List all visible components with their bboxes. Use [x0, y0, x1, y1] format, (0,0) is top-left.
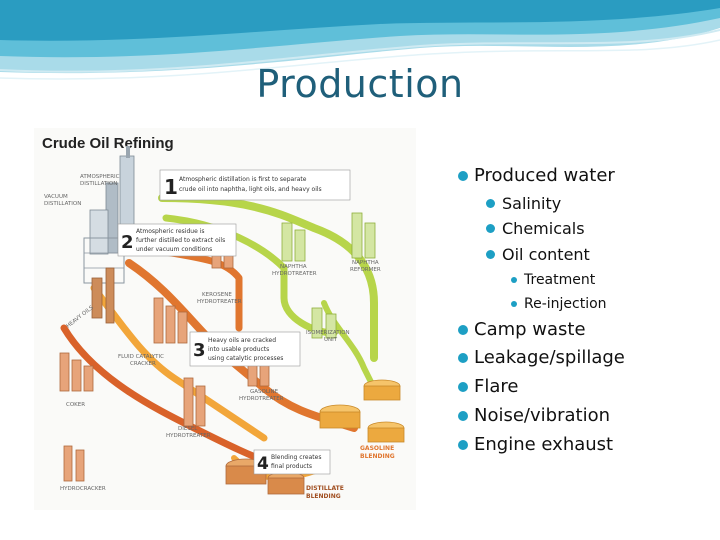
- step-4-number: 4: [257, 454, 269, 474]
- figure-heading: Crude Oil Refining: [42, 135, 174, 152]
- label-distillate-blending: BLENDING: [306, 493, 341, 500]
- bullet-dot: [486, 224, 495, 234]
- bullet-produced-water: Produced water: [456, 162, 716, 191]
- bullet-chemicals: Chemicals: [456, 216, 716, 242]
- label-fcc: CRACKER: [130, 361, 156, 367]
- bullet-text: Leakage/spillage: [474, 347, 625, 369]
- bullet-list: Produced water Salinity Chemicals Oil co…: [456, 162, 716, 460]
- label-naphtha-hydrotreater: NAPHTHA: [280, 264, 307, 270]
- label-vacuum: DISTILLATION: [44, 201, 81, 207]
- bullet-flare: Flare: [456, 373, 716, 402]
- label-isomerization: UNIT: [324, 337, 338, 343]
- bullet-text: Re-injection: [524, 295, 607, 312]
- bullet-text: Chemicals: [502, 219, 585, 239]
- label-kerosene-hydrotreater: HYDROTREATER: [197, 299, 242, 305]
- step-4-line-2: final products: [271, 463, 312, 470]
- step-2-line-3: under vacuum conditions: [136, 246, 212, 253]
- bullet-dot: [486, 249, 495, 259]
- naphtha-towers: [281, 212, 376, 339]
- bullet-noise: Noise/vibration: [456, 402, 716, 431]
- light-flow-pipe: [321, 300, 377, 391]
- label-isomerization: ISOMERIZATION: [306, 330, 350, 336]
- bullet-text: Noise/vibration: [474, 404, 610, 426]
- bullet-camp-waste: Camp waste: [456, 316, 716, 345]
- label-hydrocracker: HYDROCRACKER: [60, 486, 106, 492]
- label-naphtha-reformer: NAPHTHA: [352, 260, 379, 266]
- bullet-text: Oil content: [502, 244, 590, 264]
- step-1-line-2: crude oil into naphtha, light oils, and …: [179, 186, 322, 193]
- bullet-dot: [458, 353, 468, 364]
- label-diesel-hydrotreater: HYDROTREATER: [166, 433, 211, 439]
- label-distillate-blending: DISTILLATE: [306, 485, 344, 492]
- label-naphtha-reformer: REFORMER: [350, 267, 381, 273]
- label-gasoline-blending: BLENDING: [360, 453, 395, 460]
- bullet-text: Camp waste: [474, 318, 586, 340]
- step-1-line-1: Atmospheric distillation is first to sep…: [179, 176, 307, 183]
- bullet-oil-content: Oil content: [456, 242, 716, 268]
- bullet-dot: [458, 439, 468, 450]
- bullet-text: Salinity: [502, 193, 562, 213]
- label-naphtha-hydrotreater: HYDROTREATER: [272, 271, 317, 277]
- label-gasoline-blending: GASOLINE: [360, 445, 394, 452]
- bullet-dot: [486, 198, 495, 208]
- bullet-dot: [511, 276, 517, 283]
- bullet-reinjection: Re-injection: [456, 292, 716, 316]
- bullet-dot: [511, 300, 517, 307]
- bullet-dot: [458, 410, 468, 421]
- bullet-leakage: Leakage/spillage: [456, 344, 716, 373]
- step-3-line-1: Heavy oils are cracked: [208, 337, 276, 344]
- step-4-line-1: Blending creates: [271, 454, 321, 461]
- step-3-line-2: into usable products: [208, 346, 269, 353]
- label-coker: COKER: [66, 402, 85, 408]
- label-atmospheric: DISTILLATION: [80, 181, 117, 187]
- slide-title: Production: [256, 62, 464, 106]
- bullet-text: Engine exhaust: [474, 433, 614, 455]
- light-flow-pipe: [158, 194, 378, 362]
- bullet-engine-exhaust: Engine exhaust: [456, 431, 716, 460]
- step-1-number: 1: [164, 175, 178, 199]
- label-fcc: FLUID CATALYTIC: [118, 354, 164, 360]
- bullet-text: Treatment: [524, 271, 596, 288]
- crude-oil-refining-diagram: Crude Oil Refining: [34, 128, 416, 510]
- label-vacuum: VACUUM: [44, 194, 68, 200]
- label-atmospheric: ATMOSPHERIC: [80, 174, 120, 180]
- medium-flow-pipe: [90, 284, 268, 442]
- bullet-salinity: Salinity: [456, 191, 716, 217]
- blending-tanks: [225, 379, 405, 495]
- step-2-number: 2: [121, 232, 134, 253]
- bullet-text: Produced water: [474, 165, 615, 186]
- bullet-text: Flare: [474, 376, 519, 398]
- step-3-number: 3: [193, 340, 206, 361]
- label-gasoline-hydrotreater: GASOLINE: [250, 389, 279, 395]
- bullet-treatment: Treatment: [456, 268, 716, 292]
- bullet-dot: [458, 382, 468, 393]
- label-diesel-hydrotreater: DIESEL: [178, 426, 198, 432]
- label-gasoline-hydrotreater: HYDROTREATER: [239, 396, 284, 402]
- bullet-dot: [458, 171, 468, 181]
- step-2-line-2: further distilled to extract oils: [136, 237, 225, 244]
- step-3-line-3: using catalytic processes: [208, 355, 283, 362]
- header-wave-decoration: [0, 0, 720, 80]
- label-kerosene-hydrotreater: KEROSENE: [202, 292, 232, 298]
- bullet-dot: [458, 324, 468, 335]
- step-2-line-1: Atmospheric residue is: [136, 228, 204, 235]
